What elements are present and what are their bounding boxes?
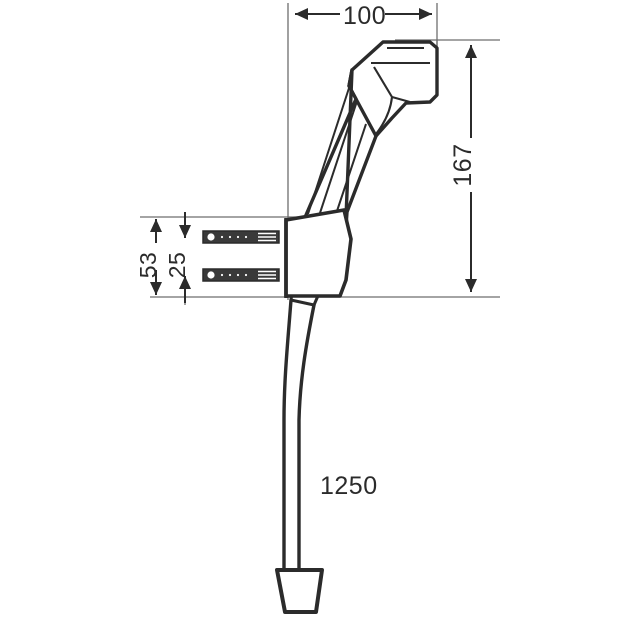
- mounting-screw-upper-head: [207, 233, 215, 241]
- dimension-53: 53: [135, 219, 162, 295]
- dimension-1250: 1250: [320, 472, 378, 500]
- hose-right-edge: [297, 303, 316, 572]
- mounting-screw-lower-threads: [258, 270, 276, 280]
- spray-head: [347, 40, 439, 138]
- mounting-screw-lower-axis-dots: [220, 273, 248, 277]
- dimension-100: 100: [295, 2, 432, 30]
- dimension-100-label: 100: [343, 2, 386, 30]
- spray-head-lower-curve: [375, 96, 394, 135]
- hose: [282, 298, 316, 572]
- spray-head-details: [371, 46, 430, 135]
- handle-relief-line-3: [335, 123, 367, 215]
- mounting-screw-upper-axis-dots: [220, 235, 248, 239]
- wall-bracket-outline: [284, 208, 353, 298]
- dimension-25-label: 25: [164, 252, 190, 279]
- mounting-screws: [202, 230, 280, 282]
- spray-head-outline: [347, 40, 439, 138]
- dimension-167: 167: [449, 45, 477, 292]
- hose-nut: [275, 568, 324, 614]
- mounting-screw-lower: [202, 268, 280, 282]
- handle-relief-line-2: [307, 87, 350, 215]
- mounting-screw-lower-head: [207, 271, 215, 279]
- hose-nut-outline: [275, 568, 324, 614]
- wall-bracket: [284, 208, 353, 298]
- handle-relief-lines: [307, 87, 367, 220]
- mounting-screw-upper: [202, 230, 280, 244]
- dimension-1250-label: 1250: [320, 472, 378, 500]
- dimension-167-label: 167: [449, 143, 477, 186]
- dimension-25: 25: [164, 212, 191, 303]
- mounting-screw-upper-threads: [258, 232, 276, 242]
- hose-left-edge: [282, 298, 293, 572]
- dimension-53-label: 53: [135, 252, 161, 279]
- handle-relief-line-1: [317, 100, 358, 220]
